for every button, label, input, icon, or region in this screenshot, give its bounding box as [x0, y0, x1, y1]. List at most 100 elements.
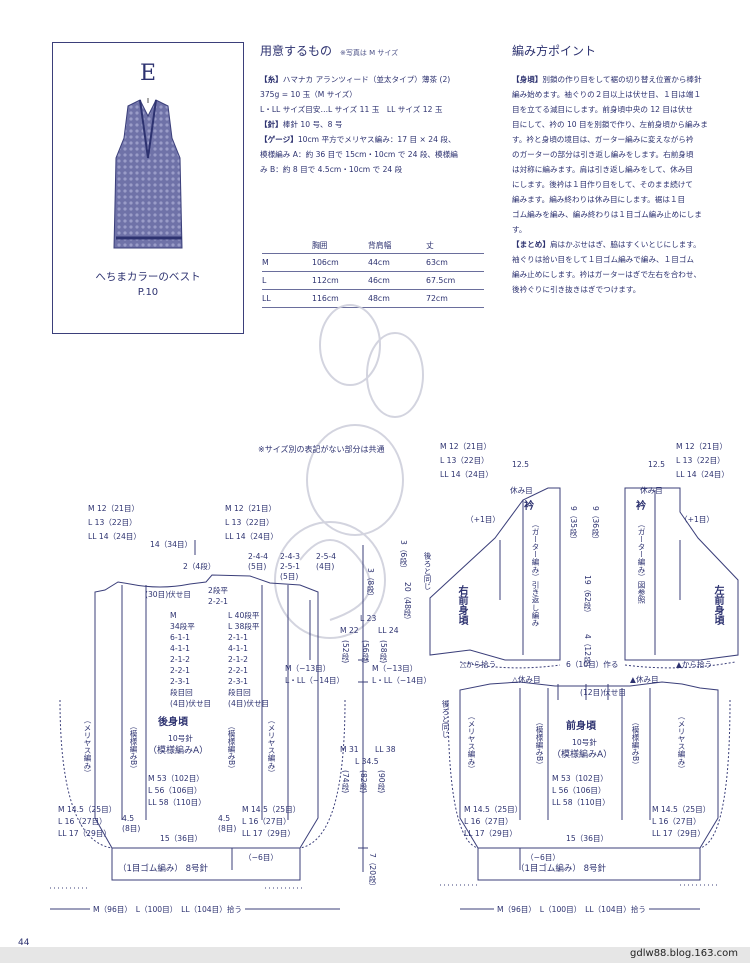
size-cell: M [262, 253, 312, 272]
size-cell: 112cm [312, 271, 368, 290]
lf-shoulder-l: L 13（22目） [676, 456, 725, 465]
body-rows-l: (82段) [359, 770, 368, 794]
back-ribbing: （1目ゴム編み） 8号針 [118, 864, 209, 874]
points-line: す。衿と身頃の境目は、ガーター編みに変えながら衿 [512, 135, 694, 144]
front-hem-left-m: M 14.5（25目） [464, 805, 523, 814]
vest-illustration [113, 98, 183, 249]
size-table-header: 胸囲 背肩幅 丈 [262, 237, 484, 254]
points-title: 編み方ポイント [512, 44, 597, 58]
rf-collar-note: （ガーター編み）引き返し編み [531, 520, 540, 627]
rf-pick: △から拾う [460, 660, 497, 669]
materials-line: 【ゲージ】10cm 平方でメリヤス編み：17 目 × 24 段、 [260, 135, 456, 144]
site-watermark: gdlw88.blog.163.com [630, 948, 738, 959]
size-table: 胸囲 背肩幅 丈 M 106cm 44cm 63cm L 112cm 46cm … [262, 237, 484, 308]
points-line: 編み止めにします。衿はガーターはぎで左右を合わせ、 [512, 270, 702, 279]
front-sts-m: M 53（102目） [552, 774, 608, 783]
page-number: 44 [18, 938, 30, 948]
front-side-mid: （模様編みB） [535, 718, 544, 769]
back-sts-ll: LL 58（110目） [148, 798, 206, 807]
front-rest-right: ▲休み目 [630, 675, 659, 684]
page-ref: P.10 [137, 287, 159, 298]
size-header: 丈 [426, 240, 434, 250]
collar-v3: 19（62段） [583, 575, 592, 618]
materials-title: 用意するもの※写真は M サイズ [260, 42, 398, 59]
rf-collar-width: 12.5 [512, 460, 529, 469]
materials-title-text: 用意するもの [260, 44, 333, 58]
materials-line: み B：約 8 目で 4.5cm・10cm で 24 段 [260, 165, 403, 174]
neck-steps-l: 2-4-3 2-5-1 (5目) [280, 552, 300, 581]
rf-shoulder-m: M 12（21目） [440, 442, 492, 451]
back-needle: 10号針 [168, 734, 193, 743]
front-rest-left: △休み目 [512, 675, 541, 684]
rf-shoulder-ll: LL 14（24目） [440, 470, 493, 479]
rf-name: 右前身頃 [456, 585, 467, 625]
back-shoulder-ll: LL 14（24目） [88, 532, 141, 541]
body-m: M 31 [340, 745, 359, 754]
body-rows-m: (74段) [341, 770, 350, 794]
front-hem-left-l: L 16（27目） [464, 817, 513, 826]
points-line: 目にして、衿の 10 目を別鎖で作り、左前身頃から編みま [512, 120, 708, 129]
collar-v2: 9（36段） [591, 506, 600, 544]
size-row: M 106cm 44cm 63cm [262, 253, 484, 272]
size-cell: 106cm [312, 253, 368, 272]
back-neck-width: 14（34目） [150, 540, 193, 549]
back-hem-left-l: L 16（27目） [58, 817, 107, 826]
back-shoulder-l: L 13（22目） [88, 518, 137, 527]
back-hem-left-m: M 14.5（25目） [58, 805, 117, 814]
back-side-left: （メリヤス編み） [83, 716, 92, 777]
adjust-front-l-ll: L・LL（−14目） [372, 676, 432, 685]
back-hem-right-ll: LL 17（29目） [242, 829, 295, 838]
rf-collar: 衿 [524, 501, 534, 512]
size-header: 胸囲 [312, 240, 328, 250]
collar-v1: 9（35段） [569, 506, 578, 544]
front-sts-l: L 56（106目） [552, 786, 606, 795]
back-shape-center-0: 2段平 [208, 586, 229, 595]
collar-height: 20（48段） [403, 582, 412, 625]
materials-line: 【糸】ハマナカ アランツィード（並太タイプ）薄茶 (2) [260, 75, 451, 84]
back-side-mid-right: （模様編みB） [227, 722, 236, 773]
adjust-m: M（−13目） [285, 664, 331, 673]
points-line: 編み始めます。袖ぐりの２目以上は伏せ目、１目は端１ [512, 90, 702, 99]
points-line: 後衿ぐりに引き抜きはぎでつけます。 [512, 285, 641, 294]
armhole-rows-l: (56段) [361, 640, 370, 664]
back-hem-left-ll: LL 17（29目） [58, 829, 111, 838]
lf-rest: 休み目 [640, 486, 663, 495]
size-cell: 44cm [368, 253, 426, 272]
back-hem-mid: 4.5 (8目) [122, 814, 141, 833]
size-cell: 67.5cm [426, 271, 484, 290]
armhole-rows-ll: (58段) [379, 640, 388, 664]
back-shoulder-l-right: L 13（22目） [225, 518, 274, 527]
front-hem-right-ll: LL 17（29目） [652, 829, 705, 838]
rf-rest: 休み目 [510, 486, 533, 495]
same-as-back: 後ろと同じ [423, 552, 432, 590]
size-cell: L [262, 271, 312, 290]
front-decrease: （−6目） [526, 853, 560, 862]
points-line: 目を立てる減目にします。前身頃中央の 12 目は伏せ [512, 105, 693, 114]
back-shoulder-ll-right: LL 14（24目） [225, 532, 278, 541]
pattern-card: E へちまカラーのベスト P.10 [52, 42, 244, 334]
back-shoulder-m-right: M 12（21目） [225, 504, 277, 513]
back-bind-center: (30目)伏せ目 [145, 590, 191, 599]
front-hem-right-l: L 16（27目） [652, 817, 701, 826]
materials-list: 【糸】ハマナカ アランツィード（並太タイプ）薄茶 (2) 375g = 10 玉… [260, 72, 495, 177]
front-hem-center: 15（36目） [566, 834, 609, 843]
cactus-watermark [274, 304, 424, 639]
lf-collar: 衿 [636, 501, 646, 512]
materials-line: 375g = 10 玉（M サイズ） [260, 90, 357, 99]
front-side-right: （メリヤス編み） [677, 712, 686, 773]
front-body-outline [459, 681, 719, 849]
pattern-letter: E [139, 61, 157, 86]
front-name: 前身頃 [566, 721, 596, 732]
size-row: L 112cm 46cm 67.5cm [262, 271, 484, 290]
points-line: す。 [512, 225, 527, 234]
same-as-back-front: 後ろと同じ [441, 700, 450, 738]
front-pickup: M（96目） L（100目） LL（104目）拾う [494, 905, 650, 915]
front-sts-ll: LL 58（110目） [552, 798, 610, 807]
size-cell: 63cm [426, 253, 484, 272]
diagram-common-note: ※サイズ別の表記がない部分は共通 [258, 445, 385, 454]
back-decrease: （−6目） [244, 853, 278, 862]
back-hem-right-l: L 16（27目） [242, 817, 291, 826]
neck-steps-ll: 2-5-4 (4目) [316, 552, 336, 571]
